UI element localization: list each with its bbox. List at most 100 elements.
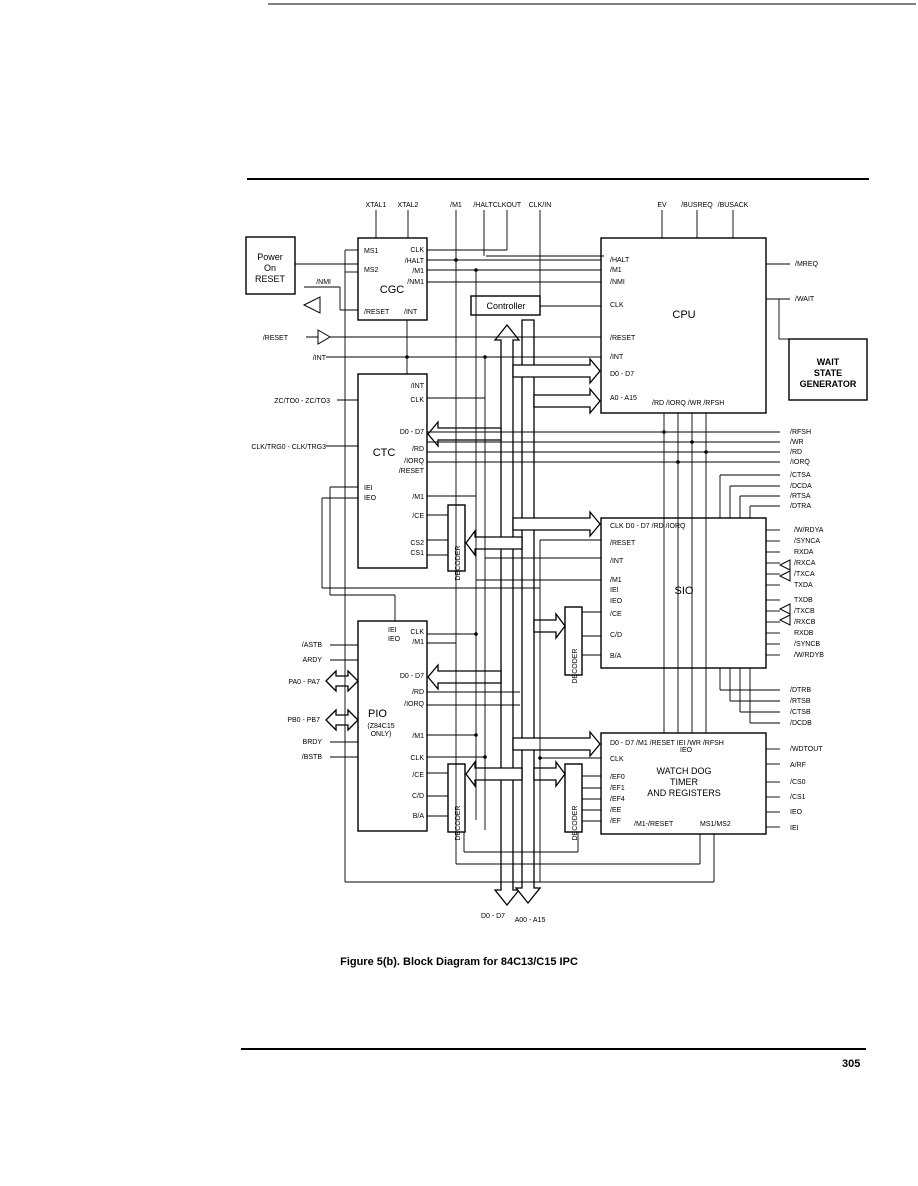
wdt-right-label: IEI <box>790 825 799 832</box>
pio-block <box>357 620 428 832</box>
cgc-pin: CLK <box>410 247 424 254</box>
ctc-pin: /RESET <box>399 468 425 475</box>
pio-pin: D0 - D7 <box>400 673 424 680</box>
cgc-pin: /M1 <box>412 268 424 275</box>
pio-pin: CLK <box>410 755 424 762</box>
pio-pin: B/A <box>413 813 425 820</box>
bus-cpu-addr <box>533 387 601 415</box>
txca-buffer-icon <box>778 570 791 582</box>
reset-buffer-icon <box>317 329 331 345</box>
sio-pin: IEI <box>610 587 619 594</box>
ctc-pin: /RD <box>412 446 424 453</box>
wdt-right-label: IEO <box>790 809 803 816</box>
sio-right-label: TXDA <box>794 582 813 589</box>
bus-sio-addr <box>533 612 566 640</box>
sio-bottom-label: /DCDB <box>790 720 812 727</box>
sio-right-label: RXDA <box>794 549 814 556</box>
bus-right-label: /DTRA <box>790 503 811 510</box>
ctc-pin: IEO <box>364 495 377 502</box>
top-signal-label: /BUSACK <box>718 202 749 209</box>
wdt-right-label: /CS0 <box>790 779 806 786</box>
bus-pb-port <box>325 708 359 732</box>
wdt-pin: /EF <box>610 818 621 825</box>
left-signal: BRDY <box>303 739 323 746</box>
top-signal-label: XTAL1 <box>366 202 387 209</box>
bus-bottom-label: D0 - D7 <box>481 913 505 920</box>
sio-right-label: /SYNCA <box>794 538 820 545</box>
ctc-pin: CS1 <box>410 550 424 557</box>
wdt-right-label: /WDTOUT <box>790 746 823 753</box>
left-signal: /INT <box>313 355 327 362</box>
watchdog-title: TIMER <box>670 777 698 787</box>
ctc-pin: CS2 <box>410 540 424 547</box>
top-signal-label: /HALT <box>473 202 493 209</box>
decoder-sio <box>564 606 583 676</box>
cpu-pin: /M1 <box>610 267 622 274</box>
pio-note: ONLY) <box>371 731 392 738</box>
bus-right-label: /IORQ <box>790 459 810 466</box>
left-signal: /BSTB <box>302 754 323 761</box>
sio-right-label: /TXCB <box>794 608 815 615</box>
sio-pin: CLK D0 - D7 /RD /IORQ <box>610 523 686 530</box>
txcb-buffer-icon <box>778 603 791 615</box>
bus-wdt-addr <box>533 760 566 788</box>
bus-right-label: /CTSA <box>790 472 811 479</box>
decoder-pio <box>447 763 466 833</box>
ctc-title: CTC <box>373 447 396 459</box>
wdt-pin: /M1-/RESET <box>634 821 674 828</box>
wait-state-label: STATE <box>814 368 842 378</box>
wdt-pin: /EE <box>610 807 622 814</box>
sio-pin: /CE <box>610 611 622 618</box>
pio-pin: /CE <box>412 772 424 779</box>
sio-bottom-label: /DTRB <box>790 687 811 694</box>
cpu-right-label: /WAIT <box>795 296 815 303</box>
wdt-pin: IEO <box>680 747 693 754</box>
sio-pin: B/A <box>610 653 622 660</box>
pio-pin: CLK <box>410 629 424 636</box>
wdt-pin: /EF1 <box>610 785 625 792</box>
cgc-pin: MS2 <box>364 267 379 274</box>
sio-pin: /INT <box>610 558 624 565</box>
wait-state-label: WAIT <box>817 357 840 367</box>
wait-state-block <box>788 338 868 401</box>
power-on-reset-label: RESET <box>255 274 286 284</box>
cgc-pin: /HALT <box>405 258 425 265</box>
power-on-reset-label: Power <box>257 252 283 262</box>
bus-wdt-data <box>512 730 601 758</box>
top-signal-label: /BUSREQ <box>681 202 713 209</box>
ctc-block <box>357 373 428 569</box>
data-bus <box>493 323 521 907</box>
left-signal: /RESET <box>263 335 289 342</box>
page-number: 305 <box>842 1058 861 1070</box>
sio-right-label: /W/RDYB <box>794 652 824 659</box>
pio-pin: /RD <box>412 689 424 696</box>
cpu-pin: /HALT <box>610 257 630 264</box>
pio-pin: /IORQ <box>404 701 424 708</box>
decoder-ctc <box>447 504 466 572</box>
bus-pa-port <box>325 669 359 693</box>
decoder-wdt <box>564 763 583 833</box>
left-signal: ZC/TO0 - ZC/TO3 <box>274 398 330 405</box>
power-on-reset-block <box>245 236 296 295</box>
sio-right-label: TXDB <box>794 597 813 604</box>
bus-bottom-label: A00 - A15 <box>515 917 546 924</box>
cgc-pin: MS1 <box>364 248 379 255</box>
bus-right-label: /RFSH <box>790 429 811 436</box>
rxcb-buffer-icon <box>778 614 791 626</box>
rxca-buffer-icon <box>778 559 791 571</box>
sio-pin: IEO <box>610 598 623 605</box>
cpu-pin: /RESET <box>610 335 636 342</box>
ctc-pin: /INT <box>411 383 425 390</box>
wdt-pin: MS1/MS2 <box>700 821 731 828</box>
wdt-pin: D0 - D7 /M1 /RESET IEI /WR /RFSH <box>610 740 724 747</box>
cpu-pin: /RD /IORQ /WR /RFSH <box>652 400 724 407</box>
bus-sio-data <box>512 510 601 538</box>
decoder-label: DECODER <box>455 805 462 840</box>
figure-caption: Figure 5(b). Block Diagram for 84C13/C15… <box>340 956 578 968</box>
left-signal: CLK/TRG0 - CLK/TRG3 <box>251 444 326 451</box>
pio-note: (Z84C15 <box>367 723 394 730</box>
sio-bottom-label: /RTSB <box>790 698 811 705</box>
cgc-pin: /RESET <box>364 309 390 316</box>
power-on-reset-label: On <box>264 263 276 273</box>
